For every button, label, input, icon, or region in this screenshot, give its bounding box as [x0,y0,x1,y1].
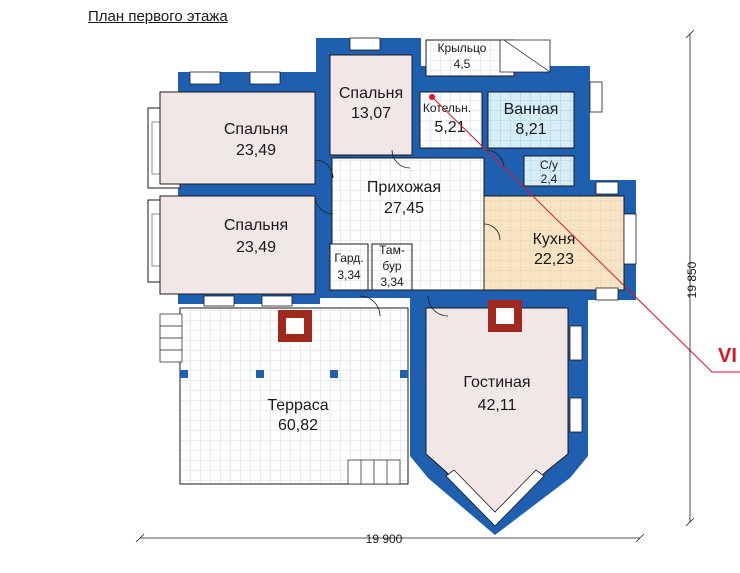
room-area-hallway: 27,45 [384,200,424,217]
room-area-wc: 2,4 [541,172,558,186]
room-name-vestibule-line2: бур [382,259,401,273]
pointer-line [429,94,740,373]
room-area-bathroom: 8,21 [515,121,546,138]
room-area-living: 42,11 [478,397,517,414]
room-name-vestibule-line1: Там- [379,243,405,257]
width-dimension [135,533,645,543]
room-area-porch: 4,5 [454,57,471,71]
room-name-living: Гостиная [463,374,530,391]
room-name-bedroom-upper: Спальня [224,121,288,138]
stairs-icon [159,39,551,485]
room-area-boiler: 5,21 [434,119,465,136]
room-area-bedroom-top: 13,07 [351,105,391,122]
room-name-boiler: Котельн. [423,101,471,115]
terrace-columns [180,370,408,378]
room-name-bedroom-lower: Спальня [224,217,288,234]
depth-dimension-label: 19 850 [685,261,699,298]
room-name-kitchen: Кухня [533,231,576,248]
room-area-bedroom-lower: 23,49 [236,239,276,256]
windows [189,37,637,433]
depth-dimension [685,29,695,527]
room-area-kitchen: 22,23 [534,251,574,268]
doors [314,149,505,317]
fireplace-icon [278,300,522,342]
room-area-wardrobe: 3,34 [337,268,361,282]
logo-text: VI [718,345,737,367]
room-area-vestibule: 3,34 [380,275,404,289]
room-name-wardrobe: Гард. [334,251,363,265]
bay-window-bottom [445,469,545,527]
room-area-terrace: 60,82 [278,417,318,434]
room-name-porch: Крыльцо [438,41,487,55]
room-name-bedroom-top: Спальня [339,85,403,102]
room-area-bedroom-upper: 23,49 [236,142,276,159]
room-name-hallway: Прихожая [367,179,441,196]
room-name-wc: С/у [540,158,558,172]
room-name-bathroom: Ванная [504,101,559,118]
room-name-terrace: Терраса [267,397,328,414]
width-dimension-label: 19 900 [366,532,403,546]
plan-title: План первого этажа [88,8,228,25]
